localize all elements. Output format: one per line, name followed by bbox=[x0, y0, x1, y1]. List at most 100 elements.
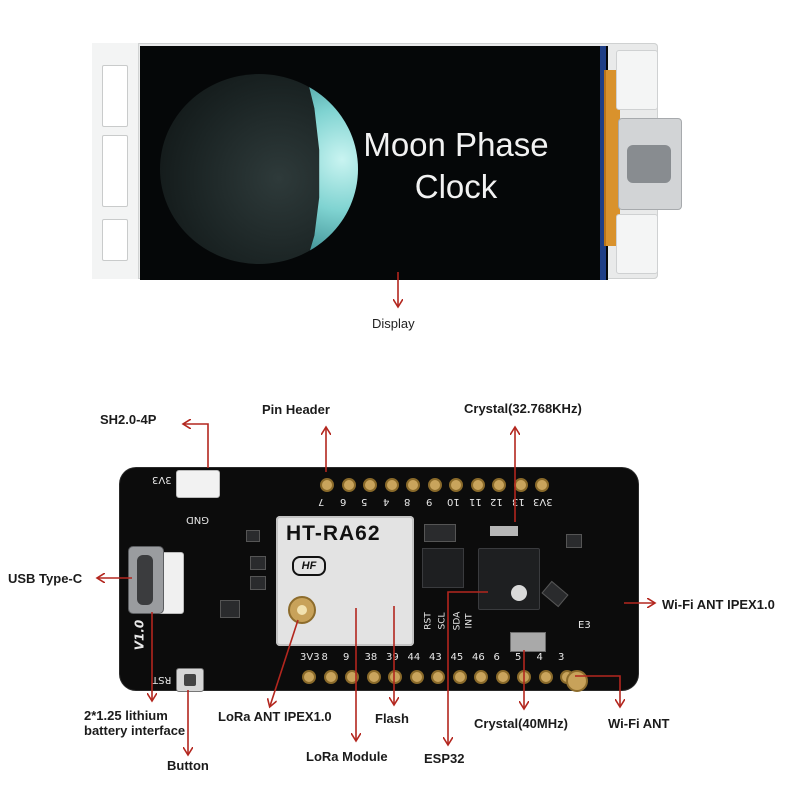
pin-silk-label: 8 bbox=[404, 496, 411, 507]
crystal-32k bbox=[490, 526, 518, 536]
pin-silk-label: 38 bbox=[364, 652, 378, 663]
pin-silk-label: 4 bbox=[382, 496, 389, 507]
lora-module bbox=[276, 516, 414, 646]
display-flex-ribbon bbox=[604, 70, 620, 246]
display-right-connector bbox=[616, 214, 658, 274]
header-pin bbox=[363, 478, 377, 492]
sh2-arrow bbox=[184, 424, 209, 468]
sh2-connector bbox=[176, 470, 220, 498]
header-pin bbox=[517, 670, 531, 684]
header-pin bbox=[341, 478, 356, 492]
pin-silk-label: 44 bbox=[407, 652, 421, 663]
pin-silk-label: 10 bbox=[447, 496, 460, 507]
label-crystal-32k: Crystal(32.768KHz) bbox=[464, 401, 582, 416]
label-battery: 2*1.25 lithium battery interface bbox=[84, 708, 186, 738]
i2c-silk-label: SCL bbox=[437, 612, 448, 630]
moon-lit-crescent bbox=[306, 74, 358, 264]
label-button: Button bbox=[167, 758, 209, 773]
usb-c-opening bbox=[137, 555, 153, 605]
header-pin bbox=[384, 478, 399, 492]
smd-component bbox=[246, 530, 260, 542]
i2c-silk-label: SDA bbox=[452, 611, 463, 631]
module-title: HT-RA62 bbox=[286, 522, 381, 545]
pin-silk-label: 43 bbox=[429, 652, 442, 663]
pin-silk-label: 46 bbox=[472, 652, 485, 663]
label-flash: Flash bbox=[375, 711, 409, 726]
smd-component bbox=[250, 576, 266, 590]
pin-silk-label: 3V3 bbox=[533, 496, 553, 507]
pin-silk-label: 13 bbox=[511, 496, 525, 507]
display-label: Display bbox=[372, 316, 415, 331]
usb-type-c-port bbox=[128, 546, 164, 614]
display-usb-c-port bbox=[618, 118, 682, 210]
smd-component bbox=[566, 534, 582, 548]
label-sh2-0-4p: SH2.0-4P bbox=[100, 412, 157, 427]
silk-rst: RST bbox=[152, 674, 172, 685]
silk-3v3: 3V3 bbox=[152, 474, 172, 485]
pin-silk-label: 11 bbox=[468, 496, 482, 507]
header-pin bbox=[470, 478, 485, 492]
pin-silk-label: 5 bbox=[361, 496, 368, 507]
crystal-40m bbox=[510, 632, 546, 652]
header-pin bbox=[452, 670, 467, 684]
header-pin bbox=[388, 670, 402, 684]
label-wifi-ant-ipex: Wi-Fi ANT IPEX1.0 bbox=[662, 597, 775, 612]
silk-version: V1.0 bbox=[132, 619, 147, 651]
header-pin bbox=[474, 670, 488, 684]
flash-chip bbox=[422, 548, 464, 588]
display-edge bbox=[600, 46, 606, 280]
smd-component bbox=[220, 600, 240, 618]
espressif-logo-icon bbox=[511, 585, 527, 601]
header-pin bbox=[513, 478, 528, 492]
header-pin bbox=[495, 670, 510, 684]
header-pin bbox=[345, 670, 359, 684]
pin-silk-label: 9 bbox=[425, 496, 432, 507]
esp32-chip bbox=[478, 548, 540, 610]
pin-silk-label: 3 bbox=[558, 652, 565, 663]
header-pin bbox=[538, 670, 553, 684]
connector-slot bbox=[102, 219, 128, 261]
header-pin bbox=[535, 478, 549, 492]
smd-component bbox=[250, 556, 266, 570]
pin-silk-label: 9 bbox=[343, 652, 350, 663]
header-pin bbox=[302, 670, 316, 684]
i2c-silk-label: INT bbox=[464, 613, 475, 629]
pin-silk-label: 3V3 bbox=[300, 652, 320, 663]
screen-text-line1: Moon Phase bbox=[363, 126, 549, 163]
header-pin bbox=[409, 670, 424, 684]
pin-silk-label: 12 bbox=[490, 496, 503, 507]
pin-silk-label: 6 bbox=[339, 496, 346, 507]
connector-slot bbox=[102, 135, 128, 207]
display-left-connector bbox=[92, 43, 139, 279]
header-pin bbox=[366, 670, 381, 684]
label-esp32: ESP32 bbox=[424, 751, 465, 766]
label-lora-ant: LoRa ANT IPEX1.0 bbox=[218, 709, 332, 724]
screen-text: Moon Phase Clock bbox=[356, 124, 556, 208]
silk-gnd: GND bbox=[186, 514, 209, 525]
rst-button[interactable] bbox=[176, 668, 204, 692]
label-lora-module: LoRa Module bbox=[306, 749, 388, 764]
pin-silk-label: 45 bbox=[450, 652, 464, 663]
pin-silk-label: 39 bbox=[386, 652, 399, 663]
header-pin bbox=[449, 478, 463, 492]
pin-silk-label: 6 bbox=[493, 652, 500, 663]
header-pin bbox=[323, 670, 338, 684]
screen-text-line2: Clock bbox=[414, 168, 498, 205]
lora-ipex-connector bbox=[288, 596, 316, 624]
header-pin bbox=[431, 670, 445, 684]
header-pin bbox=[320, 478, 334, 492]
smd-component bbox=[424, 524, 456, 542]
label-crystal-40m: Crystal(40MHz) bbox=[474, 716, 568, 731]
silk-e3: E3 bbox=[578, 620, 591, 631]
connector-slot bbox=[102, 65, 128, 127]
label-wifi-ant: Wi-Fi ANT bbox=[608, 716, 670, 731]
moon-image bbox=[160, 74, 358, 264]
header-pin bbox=[406, 478, 420, 492]
header-pin bbox=[427, 478, 442, 492]
header-pin bbox=[492, 478, 506, 492]
label-usb-type-c: USB Type-C bbox=[8, 571, 83, 586]
pin-silk-label: 7 bbox=[318, 496, 325, 507]
module-badge: HF bbox=[292, 556, 326, 576]
wifi-ant-connector bbox=[566, 670, 588, 692]
pin-silk-label: 8 bbox=[321, 652, 328, 663]
